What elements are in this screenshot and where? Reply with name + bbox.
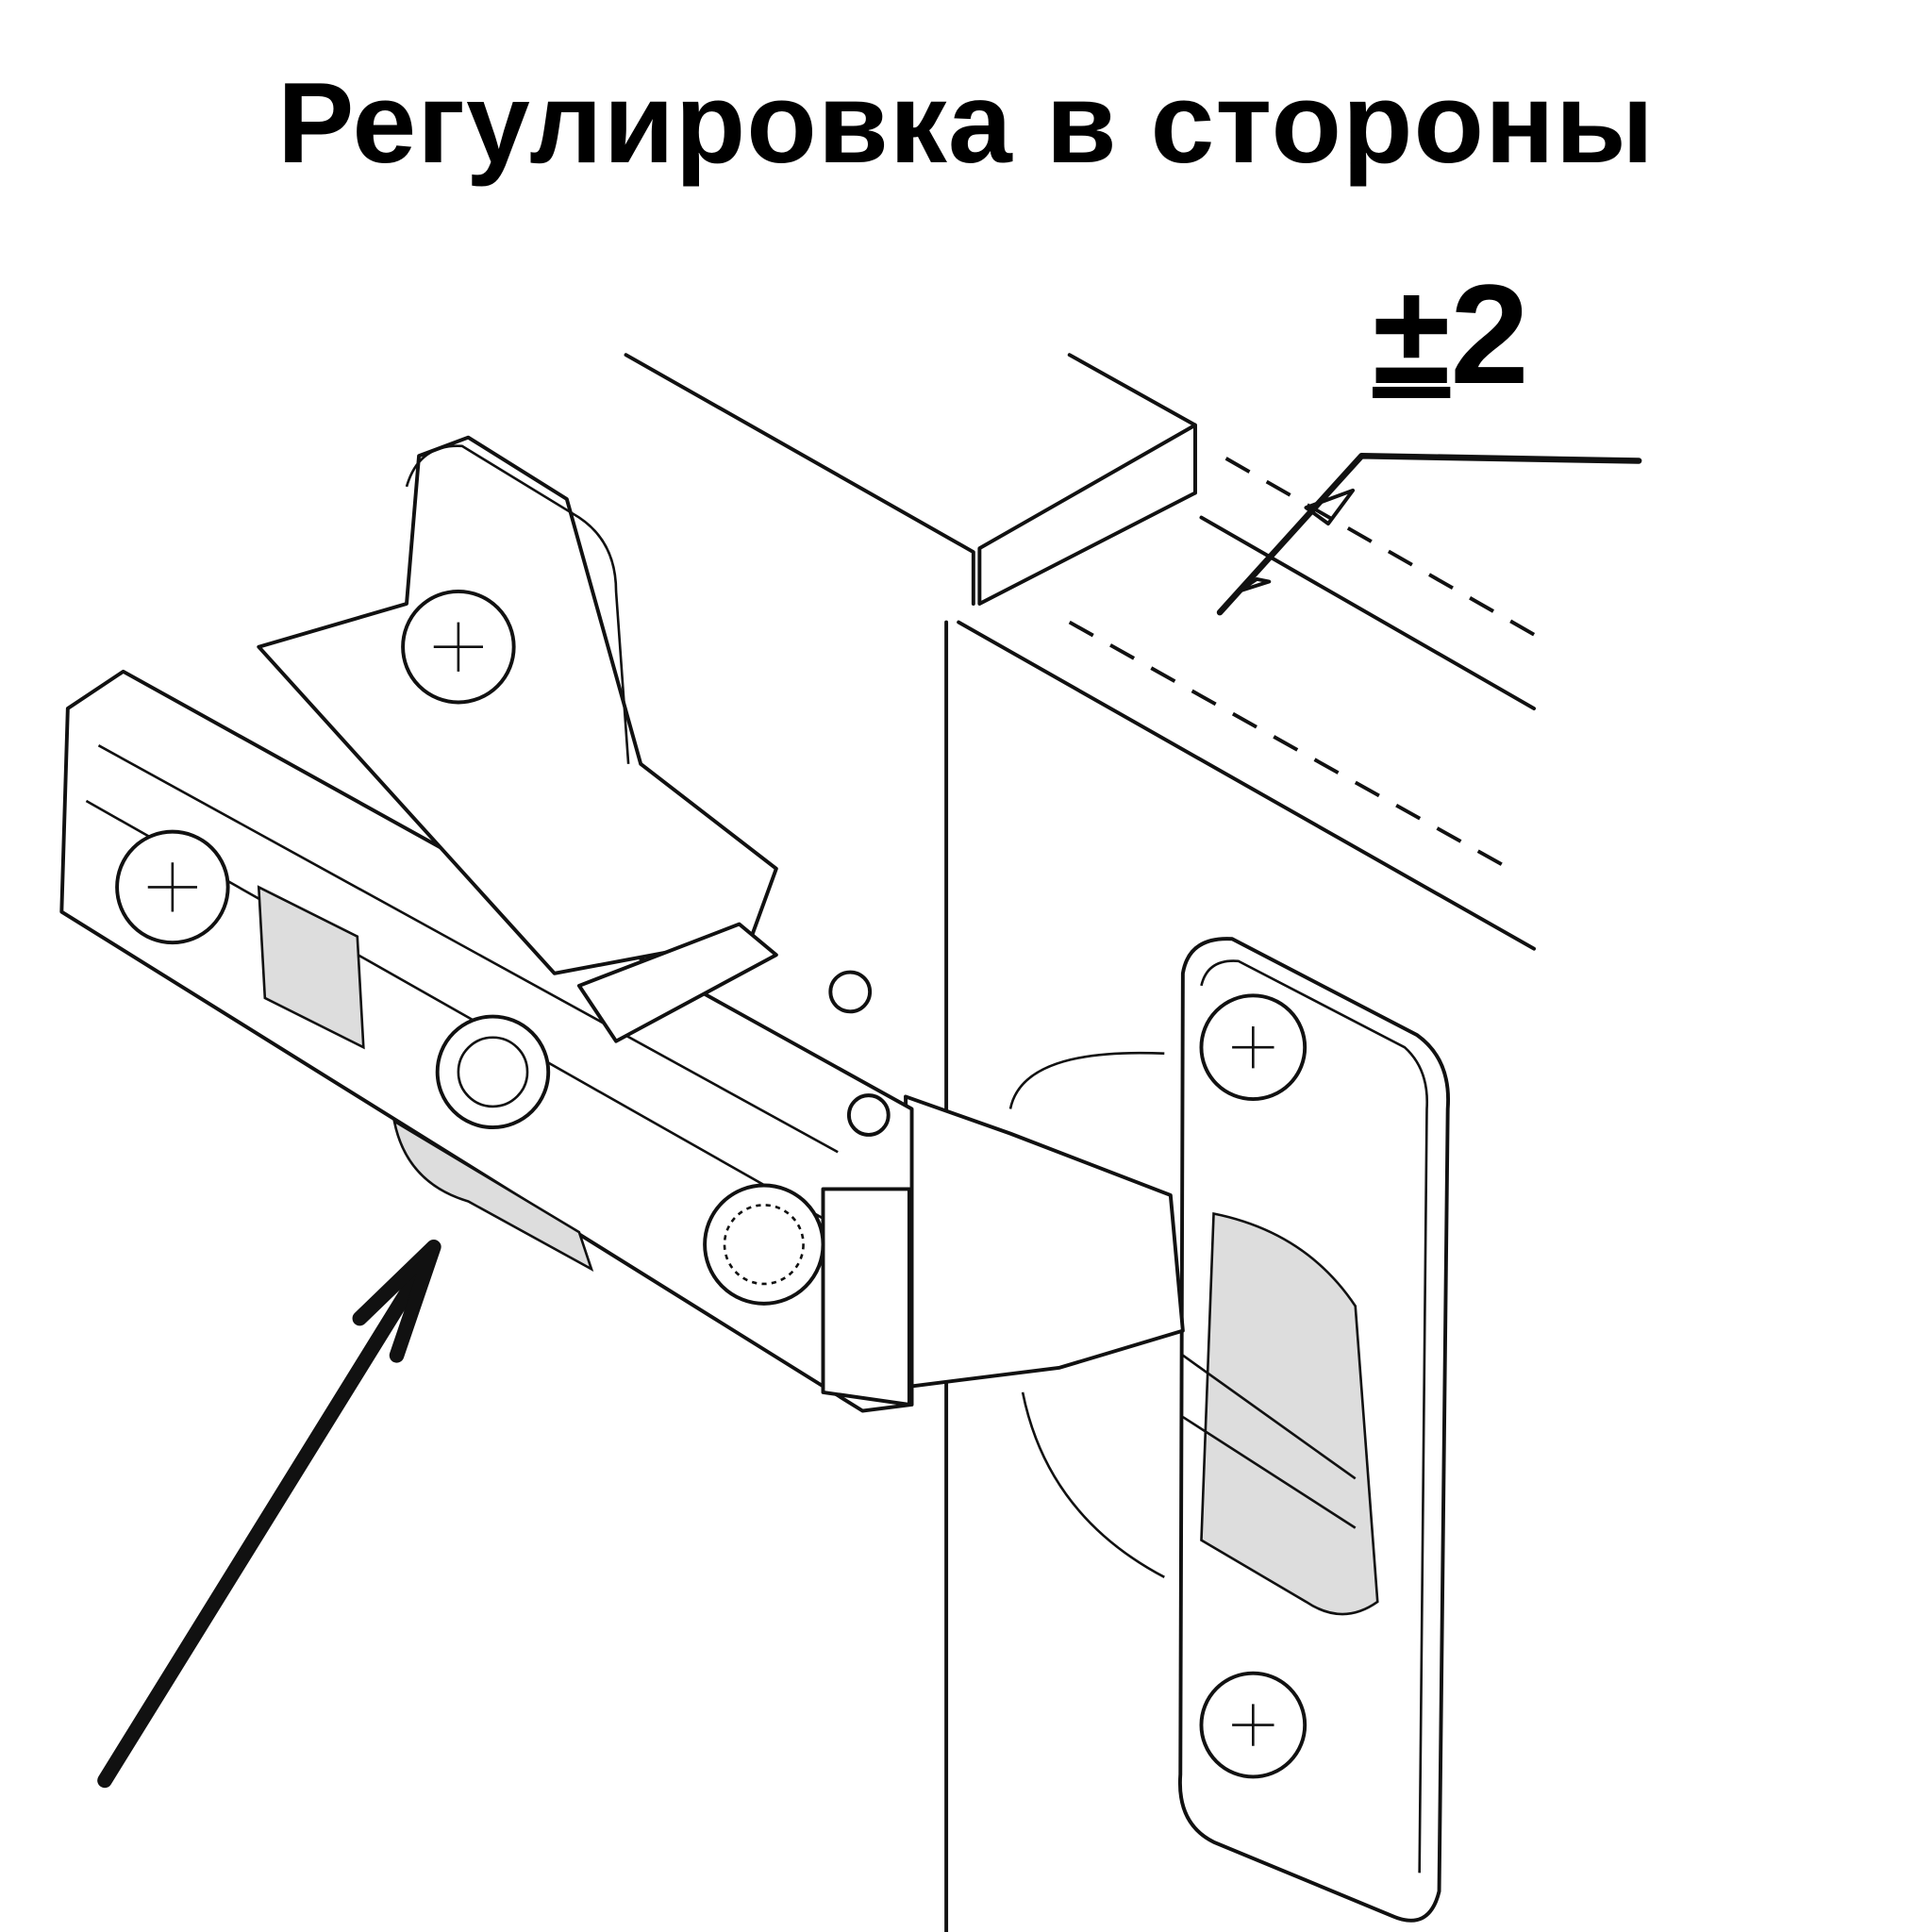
cabinet-panel [624,353,1537,1932]
diagram-title: Регулировка в стороны [277,58,1655,187]
offset-dashed-lines [1068,457,1536,871]
hinge-arm [59,435,914,1413]
dimension-leader [1216,452,1642,616]
dimension-value: 2 [1450,255,1529,413]
pointer-arrow [97,1239,441,1789]
plus-minus-sign: ± [1373,255,1451,413]
cam-screw [703,1183,825,1306]
mounting-plate [1177,937,1451,1923]
side-adjustment-screw [435,1014,551,1130]
adjustment-dimension-label: ±2 [1373,253,1529,416]
